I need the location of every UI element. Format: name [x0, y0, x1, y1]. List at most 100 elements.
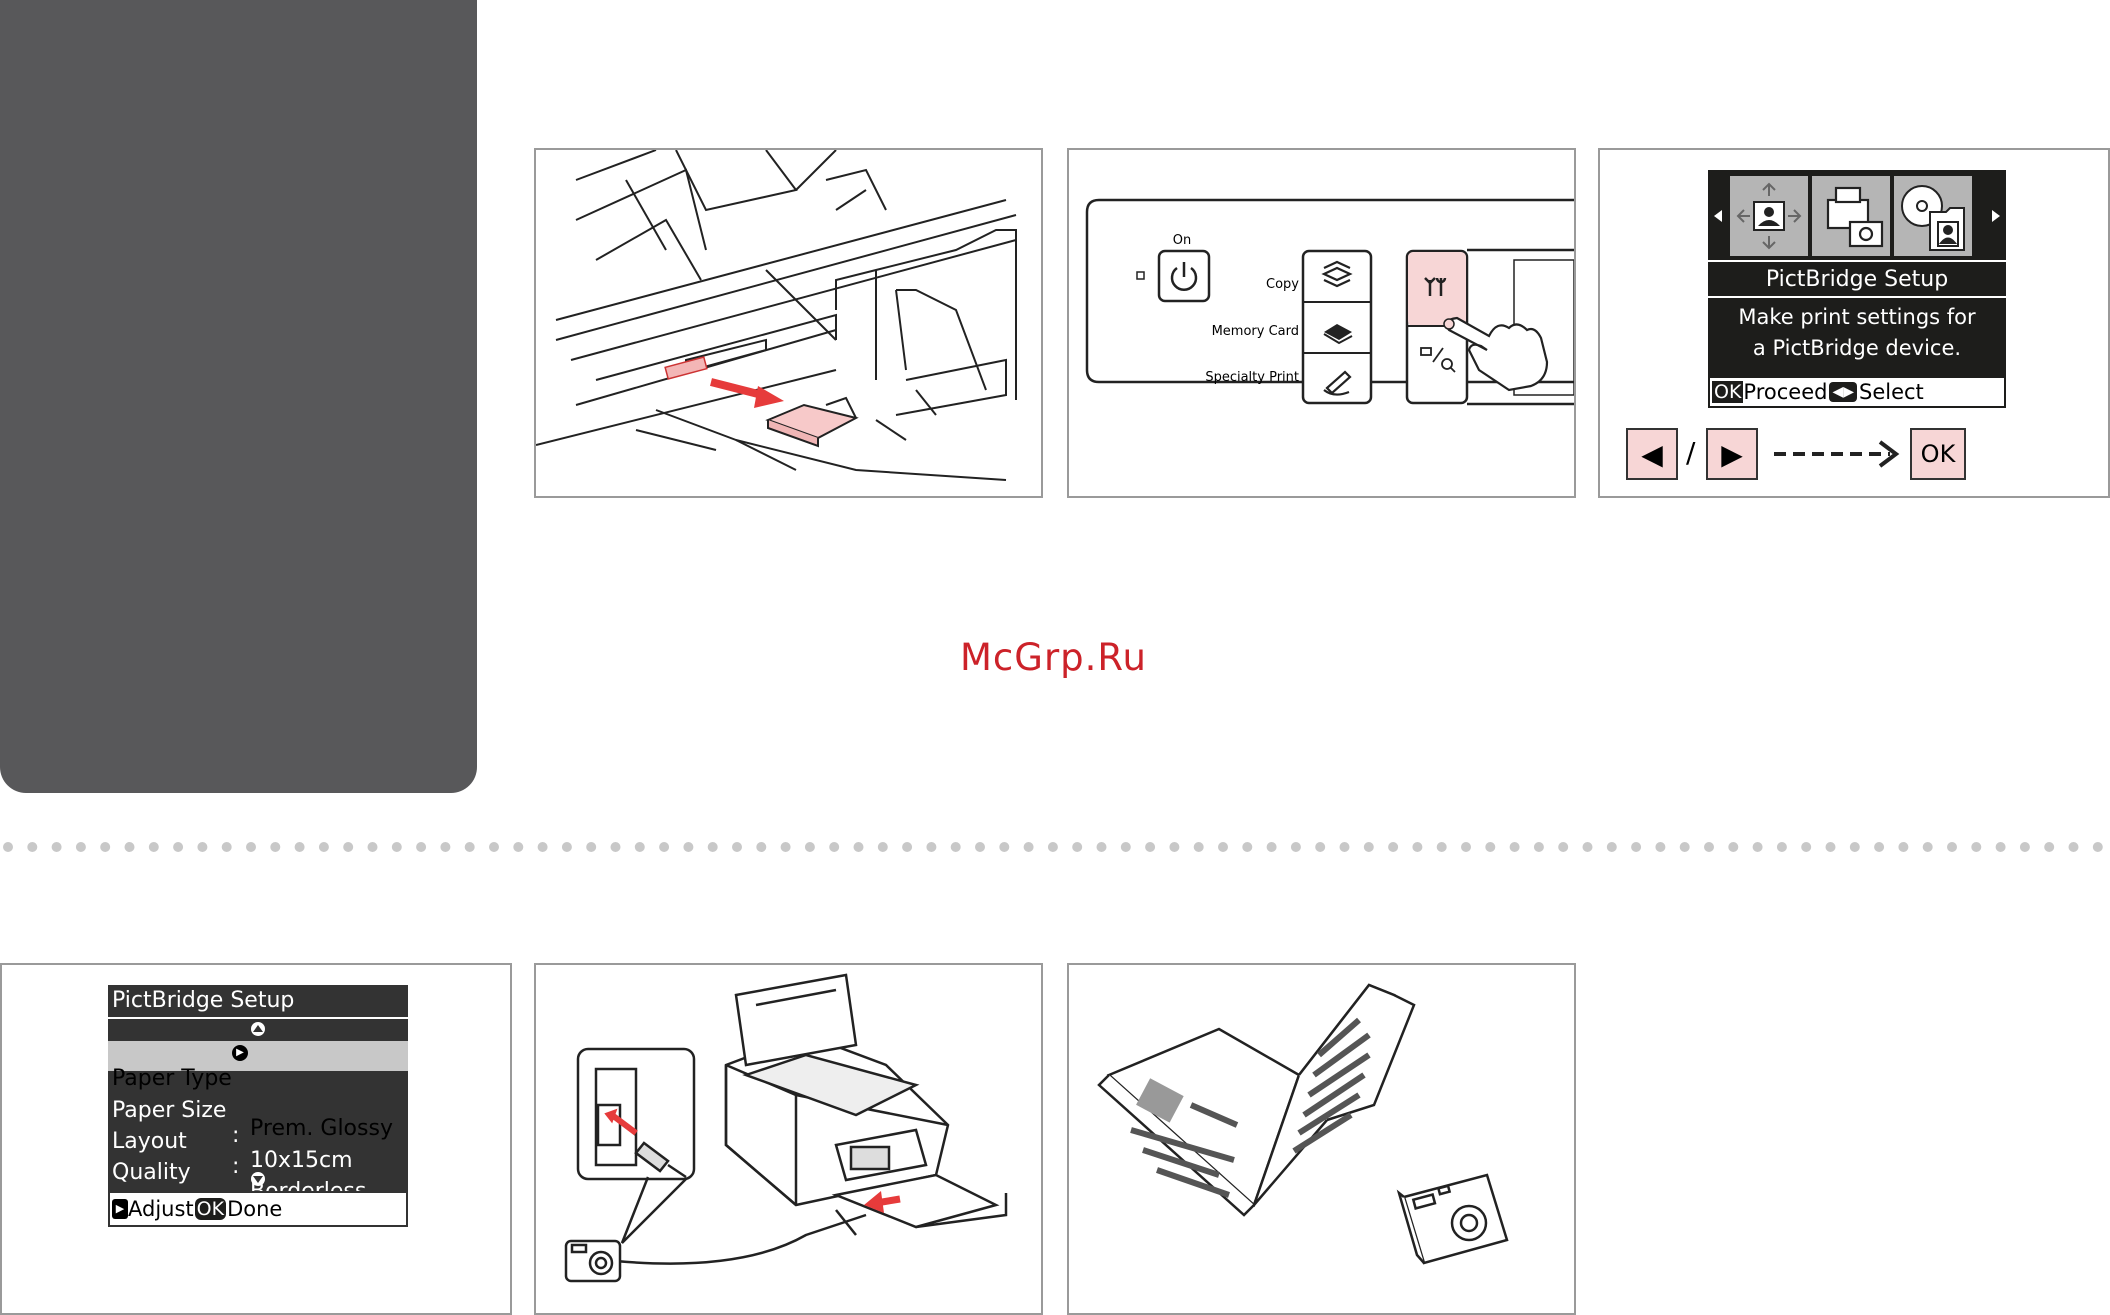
separator-dot [1072, 842, 1083, 852]
separator-dot [464, 842, 475, 852]
separator-dot [1047, 842, 1058, 852]
separator-dot [1728, 842, 1739, 852]
separator-dot [1485, 842, 1496, 852]
separator-dot [3, 842, 13, 852]
separator-dot [2044, 842, 2055, 852]
separator-dot [1218, 842, 1228, 852]
copy-icon [1321, 260, 1353, 288]
ok-key[interactable]: OK [1910, 428, 1966, 480]
separator-dot [1412, 842, 1423, 852]
right-key-icon: ▶ [112, 1199, 128, 1219]
separator-dot [1242, 842, 1253, 852]
settings-lcd-screen: PictBridge Setup Paper Type ▶ Prem. Glos… [108, 985, 412, 1235]
settings-title: PictBridge Setup [108, 985, 412, 1019]
manual-camera-illustration [1097, 983, 1509, 1265]
separator-dot [999, 842, 1010, 852]
separator-dot [1947, 842, 1957, 852]
copy-label: Copy [1266, 277, 1299, 292]
left-key[interactable]: ◀ [1626, 428, 1678, 480]
colon: : [232, 1154, 240, 1179]
card-insert-illustration [536, 150, 1017, 481]
separator-dot [683, 842, 694, 852]
separator-dot [877, 842, 888, 852]
ok-badge: OK [1712, 381, 1744, 403]
separator-dot [902, 842, 913, 852]
row-quality[interactable]: Quality : Standard [108, 1135, 408, 1235]
separator-dot [1776, 842, 1787, 852]
separator-dot [707, 842, 718, 852]
separator-dot [367, 842, 378, 852]
separator-dot [2092, 842, 2103, 852]
separator-dot [1363, 842, 1374, 852]
separator-dot [1606, 842, 1617, 852]
paper-size-label: Paper Size [112, 1098, 227, 1123]
row-paper-type[interactable]: Paper Type ▶ Prem. Glossy [108, 1041, 408, 1141]
panel-menu-select: PictBridge Setup Make print settings for… [1598, 148, 2110, 498]
separator-dot [853, 842, 864, 852]
separator-dot [1898, 842, 1909, 852]
right-key[interactable]: ▶ [1706, 428, 1758, 480]
separator-dot [1825, 842, 1836, 852]
separator-dot [537, 842, 548, 852]
row-layout[interactable]: Layout : Borderless [108, 1104, 408, 1204]
panel-settings: PictBridge Setup Paper Type ▶ Prem. Glos… [0, 963, 512, 1315]
dotted-separator [3, 842, 2103, 852]
camera-icon [1396, 1173, 1509, 1265]
paper-size-value: 10x15cm [250, 1148, 353, 1173]
separator-dot [1533, 842, 1544, 852]
quality-label: Quality [112, 1160, 191, 1185]
separator-dot [1315, 842, 1326, 852]
separator-dot [513, 842, 524, 852]
row-paper-size[interactable]: Paper Size : 10x15cm [108, 1073, 408, 1173]
separator-dot [1995, 842, 2006, 852]
select-label: Select [1859, 380, 1924, 404]
separator-dot [173, 842, 184, 852]
panel-usb-connect [534, 963, 1043, 1315]
colon: : [232, 1123, 240, 1148]
panel-control-buttons: On Copy Memory Card Specialty Print [1067, 148, 1576, 498]
separator-dot [586, 842, 597, 852]
separator-dot [1679, 842, 1690, 852]
menu-footer: OK Proceed ◀▶ Select [1708, 376, 2006, 408]
usb-connection-illustration [564, 973, 1008, 1283]
separator-dot [100, 842, 111, 852]
separator-dot [1339, 842, 1350, 852]
proceed-label: Proceed [1743, 380, 1828, 404]
separator-dot [732, 842, 742, 852]
dashed-arrow-icon [1774, 440, 1900, 468]
watermark: McGrp.Ru [960, 636, 1147, 679]
panel-camera-manual [1067, 963, 1576, 1315]
separator-dot [440, 842, 451, 852]
separator-dot [2068, 842, 2079, 852]
left-arrow-icon [1714, 210, 1722, 222]
separator-dot [391, 842, 402, 852]
separator-dot [756, 842, 767, 852]
separator-dot [1096, 842, 1107, 852]
memory-card-icon [1323, 324, 1353, 345]
separator-dot [75, 842, 86, 852]
separator-dot [318, 842, 329, 852]
menu-icons-strip [1714, 176, 2000, 256]
memory-card-label: Memory Card [1212, 324, 1299, 339]
separator-dot [975, 842, 985, 852]
separator-dot [416, 842, 427, 852]
separator-dot [1582, 842, 1593, 852]
separator-dot [1120, 842, 1131, 852]
pointing-hand-icon [1443, 316, 1549, 392]
separator-dot [1290, 842, 1301, 852]
separator-dot [221, 842, 232, 852]
paper-type-label: Paper Type [112, 1066, 232, 1091]
select-right-icon: ▶ [232, 1045, 248, 1061]
separator-dot [1461, 842, 1471, 852]
separator-dot [659, 842, 670, 852]
separator-dot [246, 842, 256, 852]
separator-dot [2019, 842, 2030, 852]
separator-dot [1145, 842, 1156, 852]
menu-description-line1: Make print settings for [1738, 305, 1976, 329]
separator-dot [1023, 842, 1034, 852]
adjust-label: Adjust [128, 1197, 194, 1221]
separator-dot [926, 842, 937, 852]
separator-dot [294, 842, 305, 852]
separator-dot [27, 842, 38, 852]
separator-dot [1436, 842, 1447, 852]
